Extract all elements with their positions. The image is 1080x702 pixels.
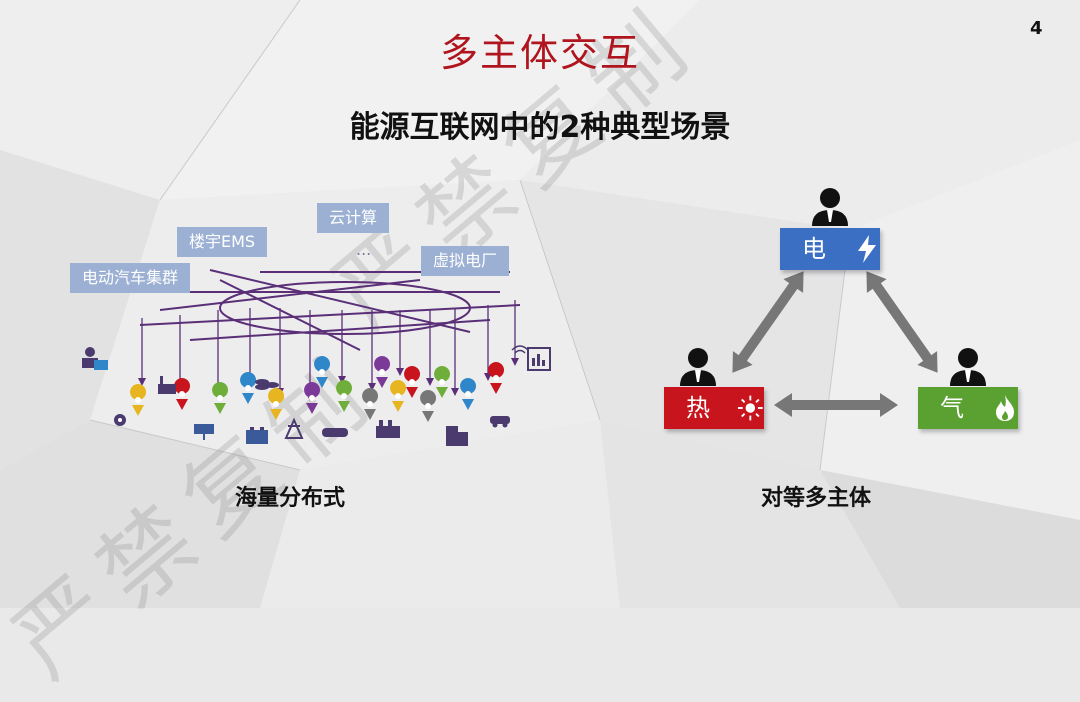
solar-panel-icon	[194, 424, 214, 440]
building-icon	[446, 426, 468, 446]
power-tower-icon	[284, 417, 304, 439]
pin-icon	[374, 356, 391, 388]
label-virtual-power-plant: 虚拟电厂	[421, 246, 510, 276]
pin-icon	[390, 380, 407, 412]
double-arrow-elec-heat	[732, 271, 804, 373]
label-ev-cluster: 电动汽车集群	[70, 263, 191, 293]
pin-icon	[130, 384, 147, 416]
ellipsis-text: ...	[356, 240, 372, 259]
connection-arrows	[141, 300, 516, 395]
pin-icon	[268, 388, 285, 420]
double-arrows	[732, 271, 938, 417]
node-electricity: 电	[780, 228, 880, 270]
flame-icon	[996, 395, 1014, 421]
person-icon	[950, 348, 986, 386]
pin-icon	[240, 372, 257, 404]
distributed-network-diagram	[82, 269, 551, 446]
wifi-icon	[511, 345, 529, 354]
pin-icon	[404, 366, 421, 398]
page-number: 4	[1030, 18, 1043, 39]
pin-icon	[420, 390, 437, 422]
node-heat: 热	[664, 387, 764, 429]
pin-icon	[174, 378, 191, 410]
person-icon	[812, 188, 848, 226]
node-gas: 气	[918, 387, 1018, 429]
car-icon	[490, 416, 510, 428]
gear-icon	[114, 414, 126, 426]
pin-icon	[488, 362, 505, 394]
pin-icon	[362, 388, 379, 420]
lightning-icon	[858, 235, 876, 263]
battery-icon	[246, 427, 268, 444]
pin-icon	[314, 356, 331, 388]
smart-meter-icon	[527, 347, 551, 371]
node-electricity-label: 电	[802, 235, 826, 263]
factory-icon	[376, 420, 400, 438]
label-building-ems: 楼宇EMS	[177, 227, 268, 257]
pin-icon	[336, 380, 353, 412]
double-arrow-elec-gas	[866, 271, 938, 373]
peer-triangle-diagram	[680, 188, 986, 417]
person-icon	[680, 348, 716, 386]
page-title: 多主体交互	[439, 31, 640, 75]
coins-icon	[255, 379, 279, 390]
caption-peer-multi-agent: 对等多主体	[760, 486, 871, 511]
infrastructure-icons	[82, 345, 551, 446]
pin-icon	[434, 366, 451, 398]
sun-icon	[738, 395, 764, 421]
network-ellipse	[219, 281, 471, 335]
node-gas-label: 气	[940, 394, 964, 422]
page-subtitle: 能源互联网中的2种典型场景	[349, 110, 731, 145]
double-arrow-heat-gas	[774, 393, 898, 417]
pin-icon	[460, 378, 477, 410]
pin-icon	[304, 382, 321, 414]
caption-massive-distributed: 海量分布式	[234, 486, 345, 511]
train-icon	[322, 428, 348, 437]
location-pins	[130, 356, 505, 422]
label-cloud-computing: 云计算	[317, 203, 390, 233]
node-heat-label: 热	[686, 394, 710, 422]
factory-icon	[158, 376, 176, 394]
user-computer-icon	[82, 347, 108, 370]
network-lines	[135, 269, 521, 351]
pin-icon	[212, 382, 229, 414]
